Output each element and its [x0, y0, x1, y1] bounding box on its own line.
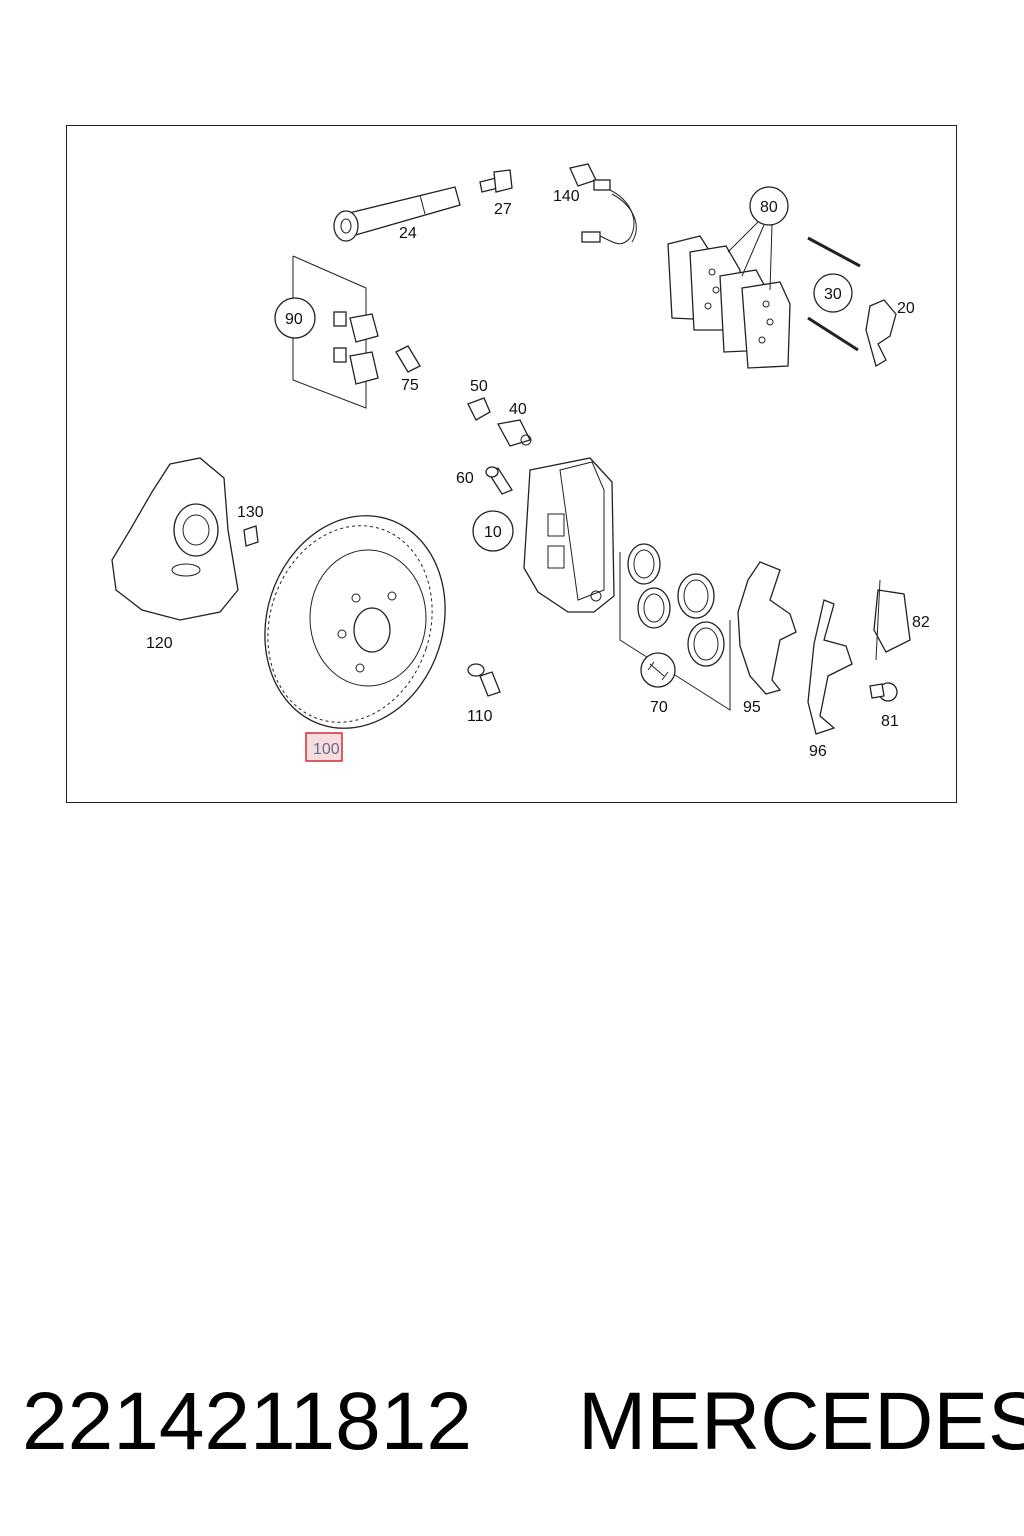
callout-120: 120 — [146, 635, 173, 652]
part-number: 2214211812 — [22, 1376, 472, 1467]
callout-75: 75 — [401, 377, 419, 394]
part-70-seal-kit[interactable] — [619, 543, 731, 711]
callout-24: 24 — [399, 225, 417, 242]
part-24-guide-bolt[interactable] — [333, 186, 461, 242]
brand-name: MERCEDES — [578, 1376, 1024, 1467]
callout-30: 30 — [824, 286, 842, 303]
callout-110: 110 — [467, 708, 493, 725]
callout-10: 10 — [484, 524, 502, 541]
part-130-screw[interactable] — [243, 525, 259, 547]
part-90-sleeve-kit[interactable] — [292, 255, 379, 409]
part-20-spring-clip[interactable] — [865, 299, 897, 367]
part-110-screw[interactable] — [467, 663, 501, 697]
callout-90: 90 — [285, 311, 303, 328]
part-120-splash-shield[interactable] — [111, 457, 239, 621]
part-40-bleed-valve[interactable] — [496, 419, 532, 447]
callout-82: 82 — [912, 614, 930, 631]
part-100-brake-disc[interactable] — [238, 492, 472, 752]
callout-60: 60 — [456, 470, 474, 487]
callout-50: 50 — [470, 378, 488, 395]
callout-bubble-30 — [813, 273, 853, 313]
callout-bubble-10 — [472, 510, 514, 552]
part-75-bleed-screw[interactable] — [395, 345, 421, 373]
highlight-box-100 — [305, 732, 343, 762]
callout-81: 81 — [881, 713, 899, 730]
callout-27: 27 — [494, 201, 512, 218]
callout-130: 130 — [237, 504, 264, 521]
part-81-bolt[interactable] — [869, 682, 898, 702]
callout-70: 70 — [650, 699, 668, 716]
wrench-icon — [640, 652, 676, 688]
diagram-frame — [66, 125, 957, 803]
callout-140: 140 — [553, 188, 580, 205]
callout-20: 20 — [897, 300, 915, 317]
callout-80: 80 — [760, 199, 778, 216]
part-95-holder-bracket[interactable] — [737, 561, 797, 695]
callout-bubble-80 — [749, 186, 789, 226]
callout-95: 95 — [743, 699, 761, 716]
callout-96: 96 — [809, 743, 827, 760]
caption-row: 2214211812 MERCEDES — [22, 1372, 1024, 1472]
part-60-bolt[interactable] — [485, 466, 513, 495]
part-30-pins[interactable] — [807, 236, 861, 352]
callout-bubble-90 — [274, 297, 316, 339]
part-96-spring[interactable] — [807, 599, 853, 735]
part-10-brake-caliper[interactable] — [523, 457, 615, 613]
part-80-brake-pads[interactable] — [667, 235, 791, 369]
callout-100[interactable]: 100 — [313, 741, 340, 758]
callout-40: 40 — [509, 401, 527, 418]
part-50-cap[interactable] — [467, 397, 491, 421]
part-82-pad-plate[interactable] — [873, 579, 911, 661]
part-27-bolt[interactable] — [479, 169, 513, 193]
part-140-wear-sensor[interactable] — [569, 163, 637, 245]
